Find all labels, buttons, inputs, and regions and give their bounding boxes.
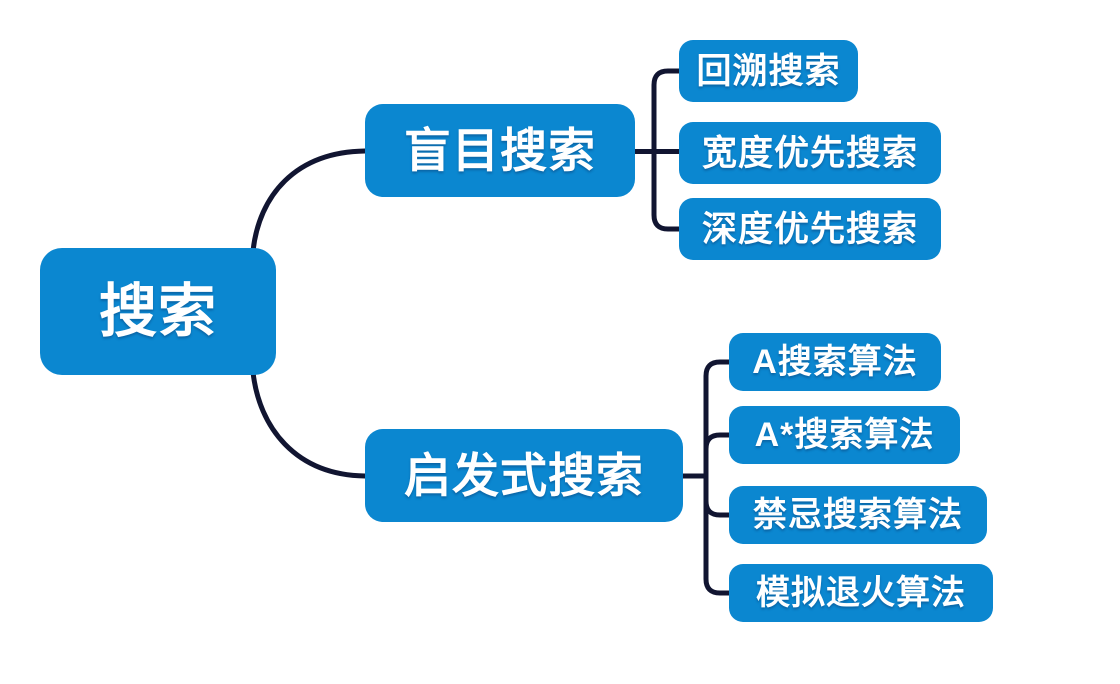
node-backtracking-search[interactable]: 回溯搜索: [679, 40, 858, 102]
node-tabu-search-algorithm[interactable]: 禁忌搜索算法: [729, 486, 987, 544]
connector-blind-to-backtracking: [651, 68, 682, 154]
connector-heuristic-to-a-star-search: [703, 432, 732, 479]
node-a-search-algorithm[interactable]: A搜索算法: [729, 333, 941, 391]
node-simulated-annealing-algorithm[interactable]: 模拟退火算法: [729, 564, 993, 622]
connector-root-to-blind: [250, 148, 368, 254]
connector-heuristic-to-tabu-search: [703, 473, 732, 518]
node-breadth-first-search[interactable]: 宽度优先搜索: [679, 122, 941, 184]
node-depth-first-search[interactable]: 深度优先搜索: [679, 198, 941, 260]
node-blind-search[interactable]: 盲目搜索: [365, 104, 635, 197]
node-search-root[interactable]: 搜索: [40, 248, 276, 375]
connector-heuristic-to-simulated-annealing: [703, 473, 732, 596]
node-heuristic-search[interactable]: 启发式搜索: [365, 429, 683, 522]
connector-heuristic-to-a-search: [703, 359, 732, 479]
connector-blind-to-depth-first: [651, 149, 682, 232]
node-a-star-search-algorithm[interactable]: A*搜索算法: [729, 406, 960, 464]
connector-root-to-heuristic: [250, 369, 368, 479]
